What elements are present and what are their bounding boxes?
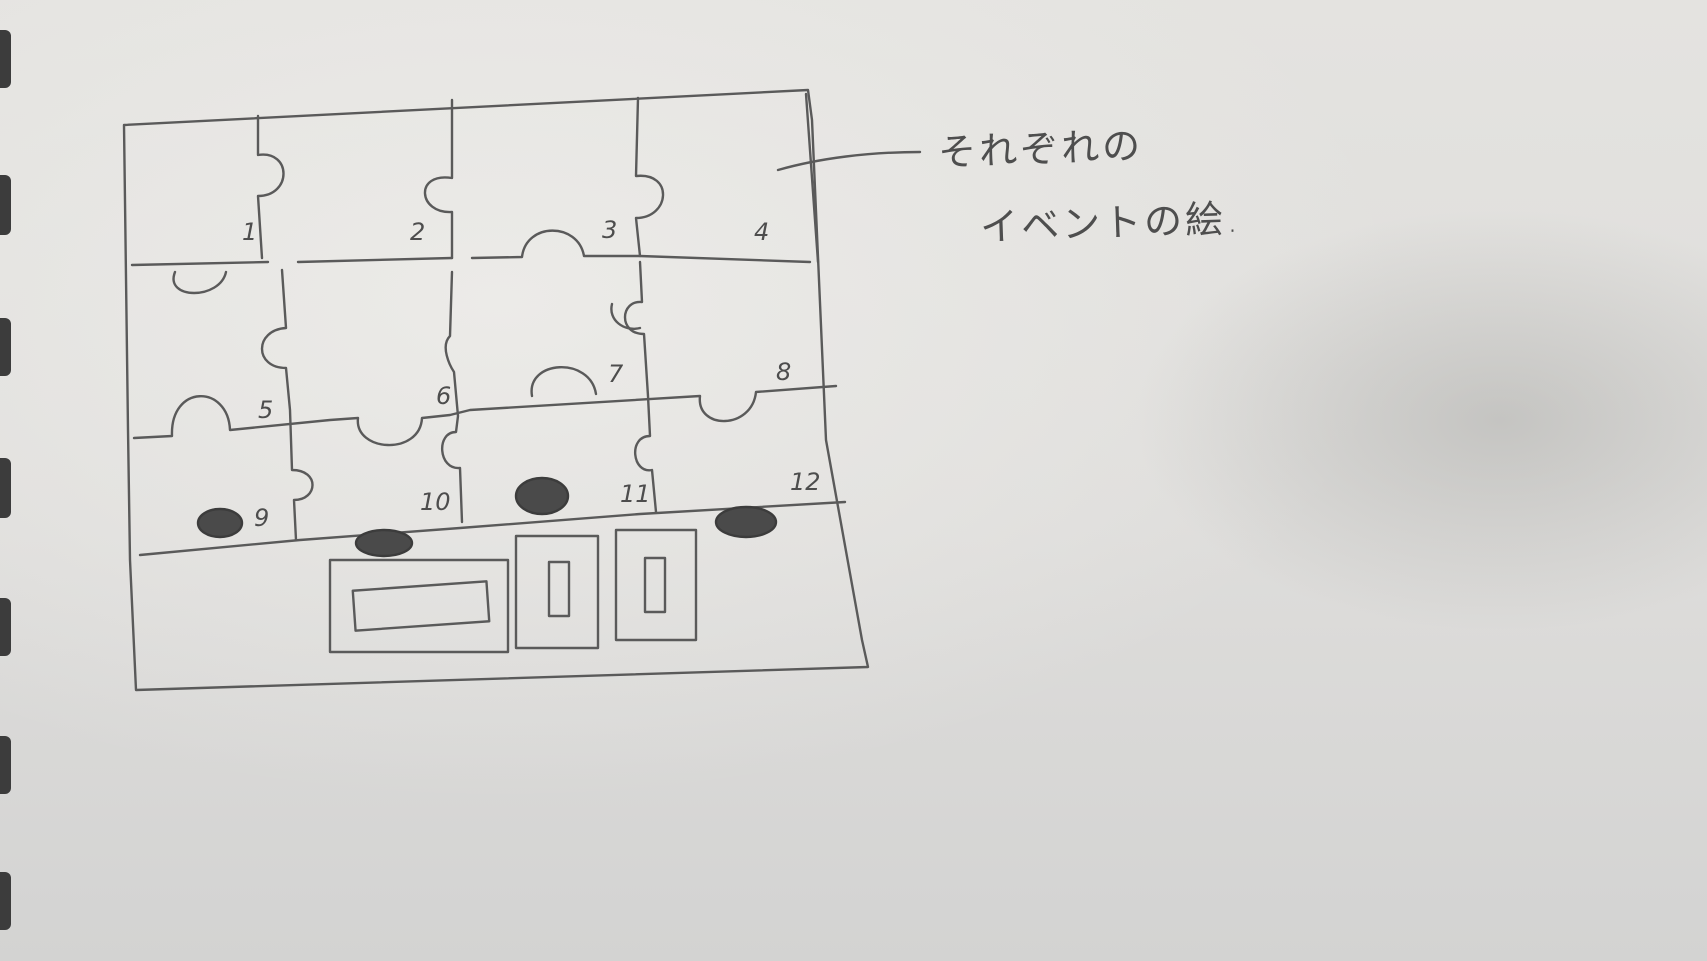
knob <box>610 302 642 330</box>
col-line-1b <box>260 268 314 542</box>
col-line-3b <box>623 260 658 514</box>
binding-hole-icon <box>0 736 11 794</box>
binding-hole-icon <box>0 872 11 930</box>
hatched-marker <box>714 505 778 539</box>
annotation-line-1: それぞれの <box>937 123 1144 175</box>
col-line-4 <box>804 92 820 264</box>
knob <box>530 366 598 398</box>
piece-number-4: 4 <box>754 218 769 246</box>
button-slot-2 <box>643 556 667 614</box>
piece-number-8: 8 <box>776 358 791 386</box>
piece-number-11: 11 <box>620 480 651 508</box>
annotation-line-2: イベントの絵. <box>979 196 1242 250</box>
piece-number-2: 2 <box>410 218 425 246</box>
hatched-marker <box>514 476 570 516</box>
binding-hole-icon <box>0 598 11 656</box>
col-line-2 <box>423 98 454 260</box>
binding-hole-icon <box>0 458 11 518</box>
row-line-3 <box>138 500 847 557</box>
annotation-leader-line <box>776 150 922 172</box>
outer-frame <box>122 88 870 692</box>
piece-number-5: 5 <box>258 396 273 424</box>
piece-number-9: 9 <box>254 504 269 532</box>
row-line-1b <box>296 256 454 264</box>
binding-hole-icon <box>0 318 11 376</box>
piece-number-1: 1 <box>242 218 257 246</box>
col-line-3 <box>634 96 665 258</box>
piece-number-7: 7 <box>608 360 624 388</box>
col-line-1 <box>256 114 285 260</box>
binding-hole-icon <box>0 30 11 88</box>
hatched-marker <box>196 507 244 539</box>
piece-number-6: 6 <box>436 382 451 410</box>
col-line-2b <box>440 270 464 524</box>
row-line-2 <box>132 384 838 447</box>
button-slot-1 <box>547 560 571 618</box>
row-line-1c <box>470 229 812 264</box>
piece-number-3: 3 <box>602 216 617 244</box>
binding-hole-icon <box>0 175 11 235</box>
button-outline-2 <box>614 528 698 642</box>
hatched-marker <box>354 528 414 558</box>
row-line-1 <box>130 260 270 267</box>
button-outline-1 <box>514 534 600 650</box>
progress-bar-outline <box>328 558 510 654</box>
knob <box>172 270 228 295</box>
piece-number-12: 12 <box>790 468 821 496</box>
piece-number-10: 10 <box>420 488 451 516</box>
progress-bar-fill <box>351 580 491 632</box>
